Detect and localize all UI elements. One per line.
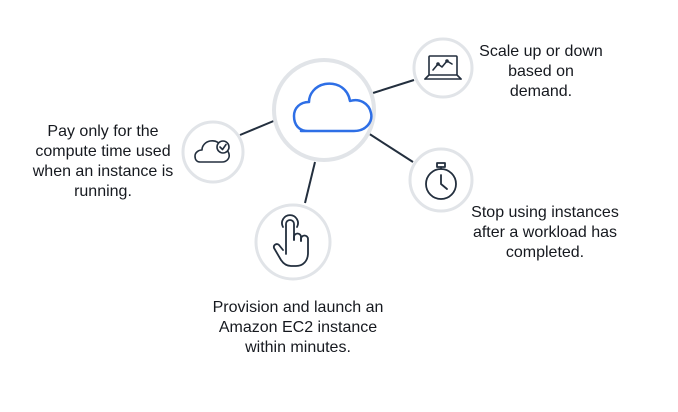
scale-label: Scale up or down based on demand.: [479, 43, 603, 100]
cloud-icon: [292, 82, 373, 133]
connector-lines: [239, 79, 415, 204]
connector-pay: [239, 119, 277, 136]
pay-circle: [181, 120, 245, 184]
connector-provision: [304, 161, 316, 204]
provision-circle: [254, 203, 332, 281]
provision-node: [254, 203, 332, 281]
stopwatch-icon: [425, 162, 457, 200]
stop-node: [408, 147, 474, 213]
provision-label: Provision and launch an Amazon EC2 insta…: [212, 299, 384, 356]
stop-label: Stop using instances after a workload ha…: [471, 204, 619, 261]
pay-per-use-label: Pay only for the compute time used when …: [32, 123, 174, 200]
cloud-check-icon: [194, 140, 230, 163]
connector-stop: [367, 132, 414, 163]
connector-scale: [372, 79, 415, 94]
center-node: [272, 58, 376, 162]
laptop-chart-icon: [424, 55, 462, 80]
pointing-hand-icon: [272, 214, 309, 267]
scale-node: [412, 37, 474, 99]
center-circle: [272, 58, 376, 162]
pay-node: [181, 120, 245, 184]
scale-circle: [412, 37, 474, 99]
